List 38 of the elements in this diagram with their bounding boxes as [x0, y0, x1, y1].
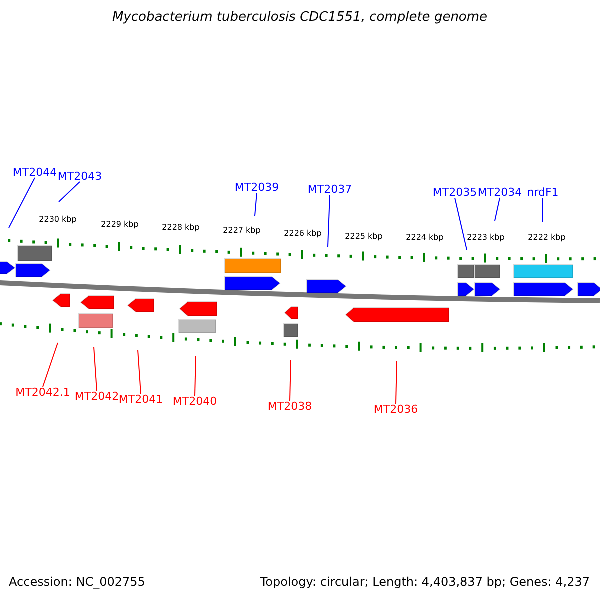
leader-line [542, 198, 544, 222]
genome-info-text: Topology: circular; Length: 4,403,837 bp; Genes: 4,237 [260, 576, 590, 588]
leader-line [290, 360, 292, 402]
scale-label: 2227 kbp [222, 227, 262, 235]
leader-line [454, 198, 468, 250]
gene-label: MT2036 [374, 404, 418, 415]
gene-label: MT2043 [58, 171, 102, 182]
leader-line [494, 198, 500, 222]
scale-label: 2229 kbp [100, 221, 140, 229]
scale-label: 2228 kbp [161, 224, 201, 232]
gene-label: MT2037 [308, 184, 352, 195]
leader-line [254, 192, 258, 216]
scale-label: 2225 kbp [344, 233, 384, 241]
leader-line [42, 342, 58, 388]
gene-label: MT2042 [74, 391, 120, 402]
leader-line [138, 350, 142, 394]
gene-label: MT2034 [478, 187, 522, 198]
gene-label: MT2040 [172, 396, 218, 407]
gene-label: MT2038 [268, 401, 312, 412]
leader-line [396, 360, 398, 404]
scale-label: 2230 kbp [38, 216, 78, 224]
leader-line [328, 194, 330, 248]
scale-label: 2222 kbp [527, 234, 567, 242]
leader-line [8, 178, 36, 228]
title: Mycobacterium tuberculosis CDC1551, complete genome [111, 11, 489, 24]
gene-label: MT2042.1 [16, 387, 70, 398]
gene-label: nrdF1 [527, 187, 559, 198]
gene-label: MT2044 [12, 167, 58, 178]
gene-label: MT2039 [234, 182, 280, 193]
leader-line [58, 182, 80, 202]
gene-label: MT2041 [118, 394, 164, 405]
scale-label: 2224 kbp [405, 234, 445, 242]
scale-label: 2226 kbp [283, 230, 323, 238]
gene-label: MT2035 [432, 187, 478, 198]
leader-line [94, 346, 98, 392]
accession-text: Accession: NC_002755 [9, 576, 146, 588]
scale-label: 2223 kbp [466, 234, 506, 242]
leader-line [194, 356, 196, 396]
